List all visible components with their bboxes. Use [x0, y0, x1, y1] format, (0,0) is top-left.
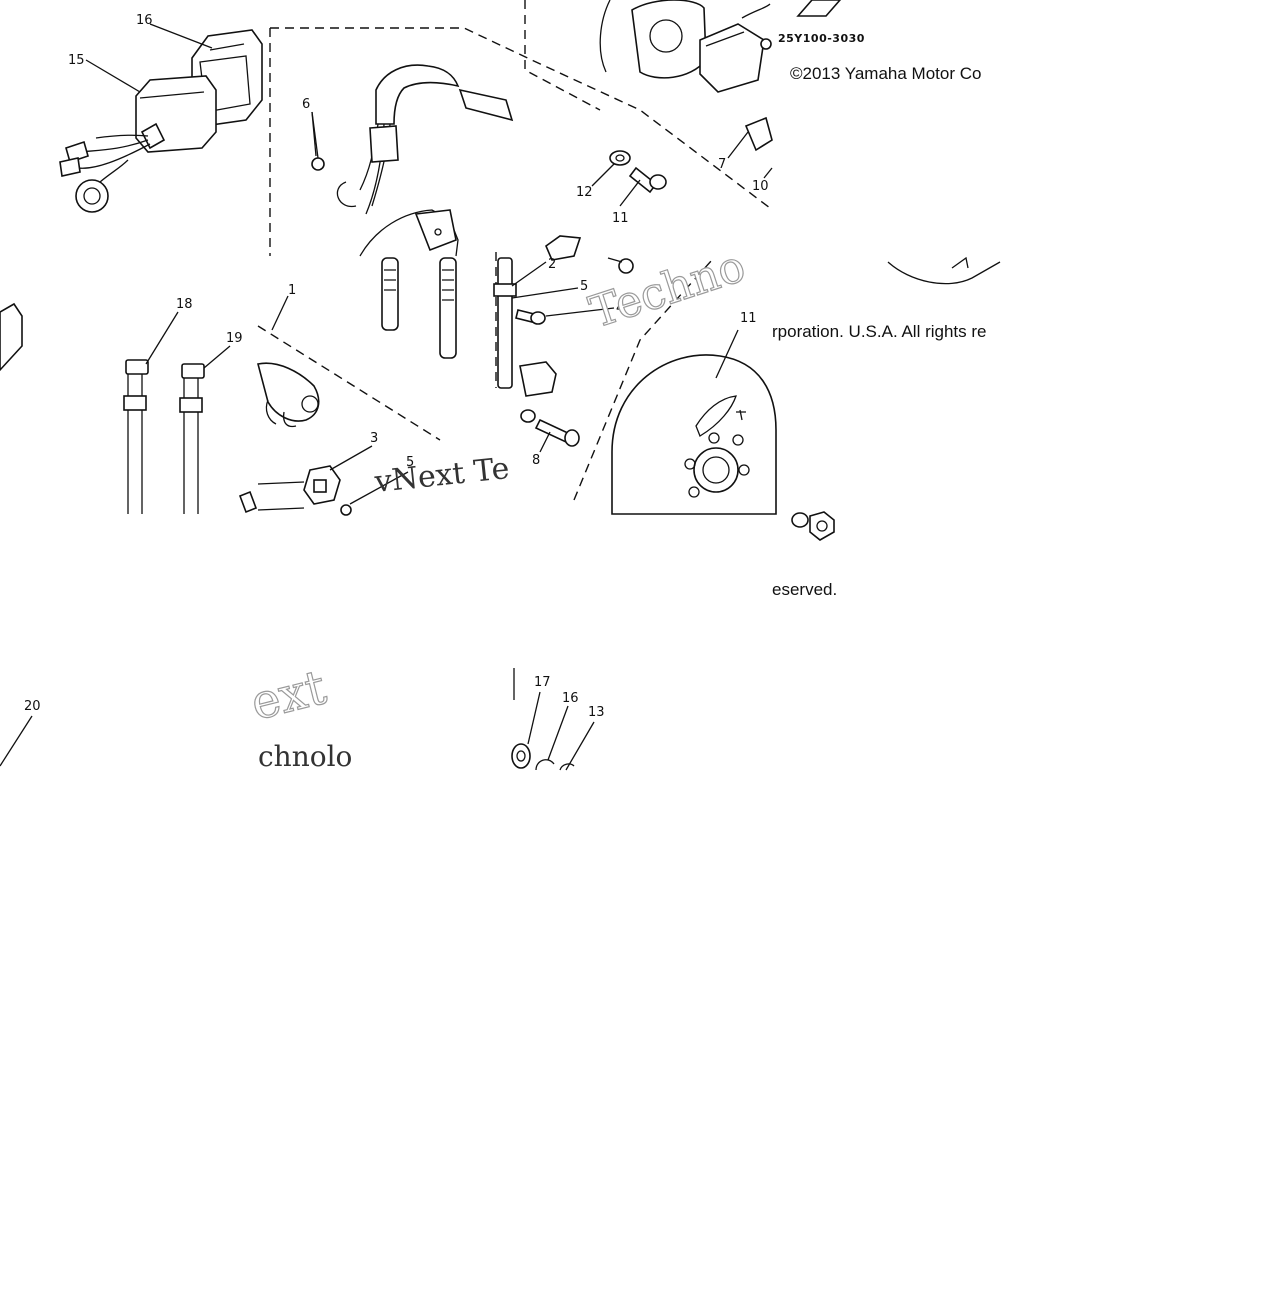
callout-16: 15 — [68, 53, 85, 68]
callout-18: 18 — [176, 297, 193, 312]
part-19-strap — [179, 363, 205, 514]
copyright-line-2: rporation. U.S.A. All rights re — [772, 322, 987, 341]
callout-5-upper: 5 — [580, 279, 588, 294]
flywheel-nut — [791, 511, 835, 541]
direction-arrow-top — [796, 0, 842, 17]
callout-9: 10 — [752, 179, 769, 194]
copyright-line-1: ©2013 Yamaha Motor Co — [790, 64, 982, 83]
part-11-bolt — [628, 166, 667, 194]
part-18-strap — [123, 359, 149, 514]
callout-7: 7 — [718, 157, 726, 172]
part-8-bolt — [520, 409, 580, 447]
part-10-flywheel — [611, 354, 777, 515]
part-4-screw — [515, 309, 546, 325]
callout-8: 8 — [532, 453, 540, 468]
watermark-techno: Techno — [584, 241, 752, 339]
callout-5-lower: 5 — [406, 455, 414, 470]
part-6-screw — [311, 111, 325, 171]
wire-harness — [336, 64, 514, 215]
callout-6: 6 — [302, 97, 310, 112]
assembly-outline-mid — [257, 252, 713, 501]
pulser-coil-assembly — [599, 0, 773, 152]
part-16-cdi-unit — [59, 75, 217, 213]
right-partial-shape — [887, 256, 1001, 285]
callout-14: 16 — [562, 691, 579, 706]
rubber-plug — [257, 362, 320, 428]
small-screw — [607, 257, 634, 274]
drawing-code: 25Y100-3030 — [778, 32, 865, 45]
callout-4: 4 — [616, 301, 624, 316]
callout-13: 13 — [588, 705, 605, 720]
left-partial-part — [0, 302, 23, 372]
leader-lines — [0, 23, 773, 771]
callout-11: 11 — [612, 211, 629, 226]
callout-3: 3 — [370, 431, 378, 446]
part-5-band — [493, 257, 517, 389]
callout-12: 12 — [576, 185, 593, 200]
callout-10: 11 — [740, 311, 757, 326]
callout-19: 19 — [226, 331, 243, 346]
part-12-washer — [609, 150, 631, 166]
long-screws — [381, 257, 457, 359]
part-2-arrow-plate — [545, 235, 582, 261]
callout-15: 17 — [534, 675, 551, 690]
watermark-chnolo: chnolo — [258, 740, 352, 773]
part-14-washer — [535, 759, 555, 771]
part-15-washer — [511, 743, 531, 769]
part-3-clip — [238, 465, 352, 516]
callout-2: 2 — [548, 257, 556, 272]
callouts: 16 15 6 7 10 12 11 2 5 4 11 8 18 19 1 3 … — [24, 13, 865, 720]
copyright-line-3: eserved. — [772, 580, 838, 599]
callout-20: 20 — [24, 699, 41, 714]
callout-1: 1 — [288, 283, 296, 298]
watermark-ext: ext — [245, 659, 331, 731]
callout-17: 16 — [136, 13, 153, 28]
watermark-vnext: vNext Te — [372, 451, 511, 500]
assembly-outline-upper — [269, 0, 771, 256]
stator-plate — [359, 209, 459, 257]
condenser — [519, 361, 557, 397]
part-13-ring — [559, 763, 575, 771]
